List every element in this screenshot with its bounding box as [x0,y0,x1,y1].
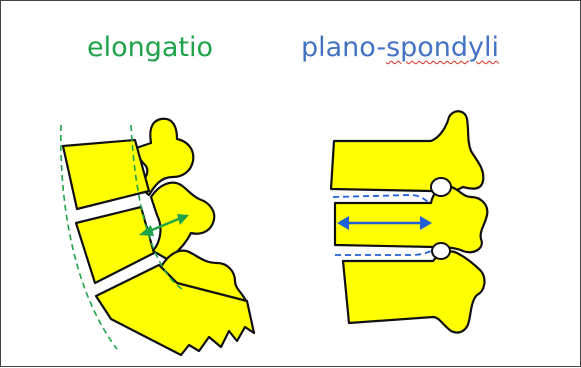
upper-facet-notch [430,177,452,197]
title-prefix: plano- [301,32,387,63]
middle-vertebral-body [74,205,156,285]
lower-facet-notch [431,242,451,260]
lower-vertebral-body [94,263,256,357]
upper-vertebral-body [61,138,151,211]
double-headed-arrow-icon [139,214,189,236]
original-height-outline-bottom [335,250,432,256]
upper-vertebra [329,110,485,193]
title-flagged-word: spondyli [386,32,500,63]
plano-spondyli-title: plano-spondyli [301,31,499,65]
elongatio-title: elongatio [87,32,214,63]
lower-vertebra [341,250,486,334]
double-headed-arrow-icon [337,216,432,230]
original-height-outline-top [332,194,430,204]
